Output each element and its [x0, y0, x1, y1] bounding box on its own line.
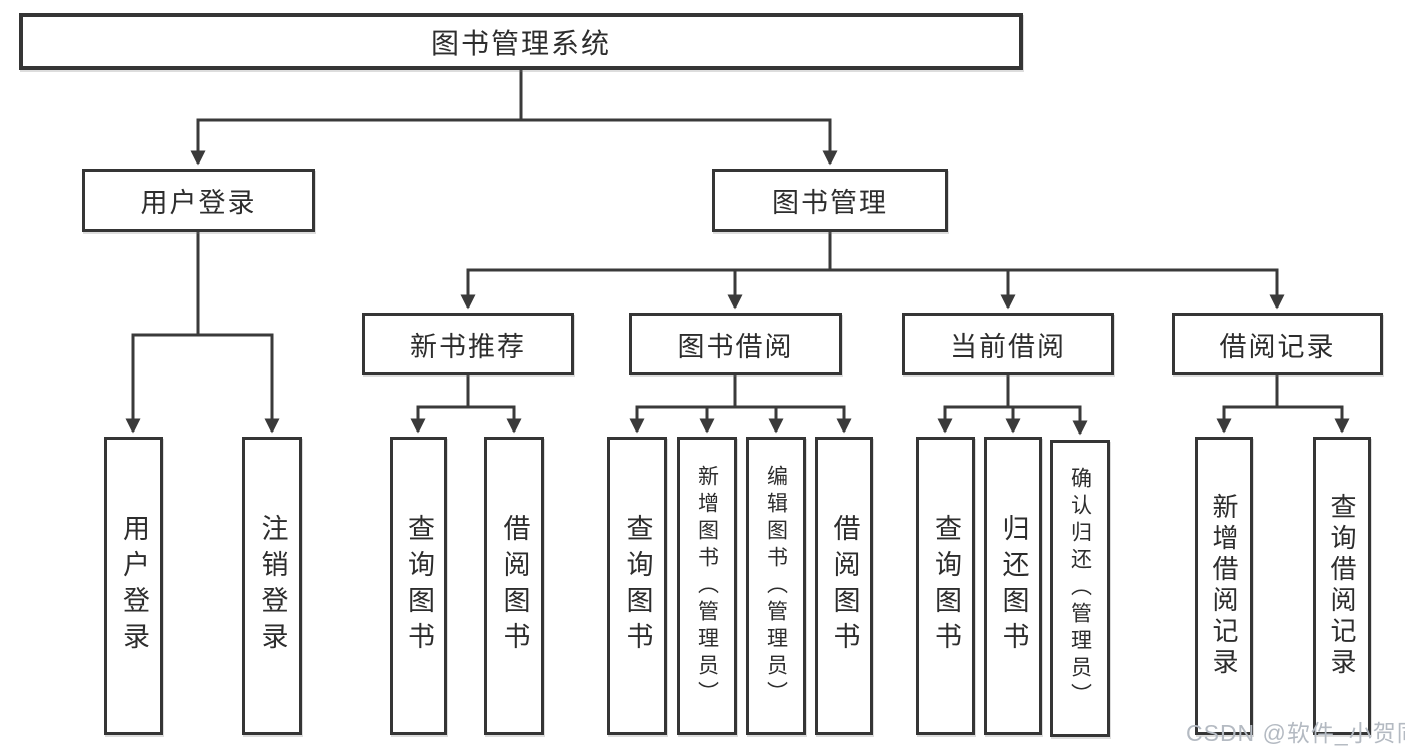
node-current-borrowing: 当前借阅: [902, 313, 1114, 375]
node-label: 查询借阅记录: [1327, 493, 1357, 679]
node-label: 用户登录: [140, 188, 257, 218]
csdn-watermark: CSDN @软件_小贺同学: [1186, 720, 1405, 746]
node-label: 注销登录: [257, 514, 288, 658]
node-user-login: 用户登录: [82, 169, 315, 232]
connector-user-login: [125, 232, 280, 434]
node-query-books-current: 查询图书: [916, 437, 975, 735]
node-label: 新增图书（管理员）: [695, 464, 719, 708]
node-label: 确认归还（管理员）: [1068, 467, 1092, 710]
node-label: 查询图书: [404, 514, 434, 658]
node-book-borrowing: 图书借阅: [629, 313, 842, 375]
node-label: 借阅记录: [1219, 331, 1336, 362]
node-book-management: 图书管理: [712, 169, 948, 232]
node-logout-action: 注销登录: [242, 437, 302, 735]
node-label: 借阅图书: [829, 514, 860, 658]
node-add-borrow-record: 新增借阅记录: [1195, 437, 1253, 735]
node-return-books: 归还图书: [984, 437, 1042, 735]
node-borrow-books-action: 借阅图书: [815, 437, 873, 735]
node-label: 图书借阅: [677, 331, 794, 362]
node-query-books-borrow: 查询图书: [607, 437, 667, 735]
node-query-borrow-record: 查询借阅记录: [1313, 437, 1371, 735]
node-query-books-recommend: 查询图书: [390, 437, 447, 735]
node-label: 图书管理: [772, 188, 888, 218]
node-borrowing-records: 借阅记录: [1172, 313, 1383, 375]
node-confirm-return-admin: 确认归还（管理员）: [1050, 440, 1110, 737]
connector-root-to-level2: [190, 70, 838, 166]
node-label: 查询图书: [931, 514, 961, 658]
node-library-management-system: 图书管理系统: [19, 13, 1023, 70]
node-add-books-admin: 新增图书（管理员）: [677, 437, 737, 735]
connector-book-borrowing: [629, 375, 852, 434]
node-label: 归还图书: [998, 514, 1029, 658]
node-label: 新书推荐: [410, 331, 526, 362]
node-label: 编辑图书（管理员）: [764, 464, 788, 708]
connector-book-management: [460, 232, 1285, 310]
node-borrow-books-recommend: 借阅图书: [484, 437, 544, 735]
node-label: 新增借阅记录: [1209, 493, 1239, 679]
connector-borrowing-records: [1216, 375, 1350, 434]
node-label: 查询图书: [622, 514, 653, 658]
node-user-login-action: 用户登录: [104, 437, 163, 735]
node-label: 当前借阅: [950, 331, 1066, 362]
node-new-book-recommendation: 新书推荐: [362, 313, 574, 375]
node-label: 借阅图书: [499, 514, 530, 658]
node-edit-books-admin: 编辑图书（管理员）: [746, 437, 806, 735]
node-label: 图书管理系统: [430, 27, 611, 59]
node-label: 用户登录: [119, 514, 149, 658]
connector-new-book-recommendation: [410, 375, 522, 434]
connector-current-borrowing: [937, 375, 1088, 436]
